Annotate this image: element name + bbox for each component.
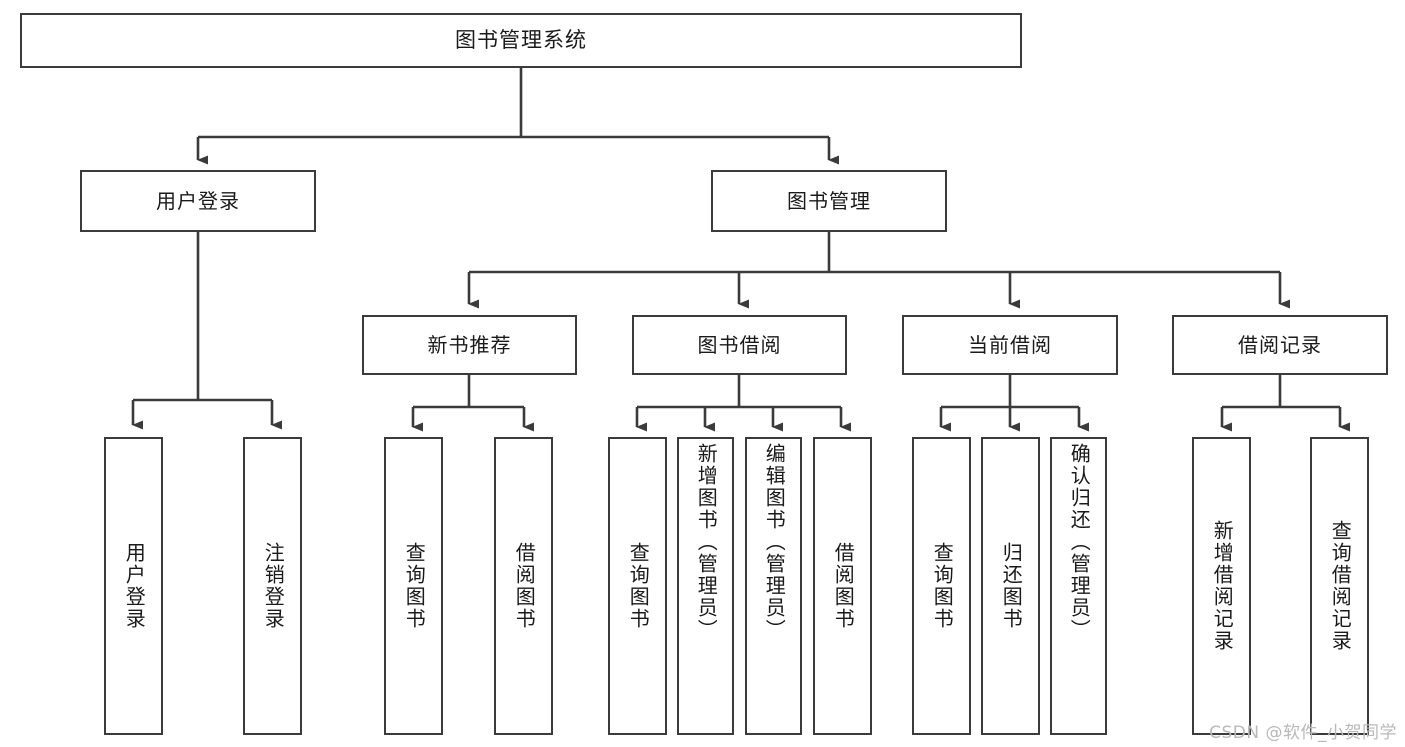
leaf-add-borrow-record[interactable]: 新增借阅记录: [1192, 437, 1251, 735]
node-root-system[interactable]: 图书管理系统: [20, 13, 1022, 68]
leaf-label: 编辑图书（管理员）: [762, 443, 787, 641]
leaf-label: 查询图书: [930, 542, 955, 630]
node-label: 新书推荐: [427, 333, 512, 357]
leaf-confirm-return-admin[interactable]: 确认归还（管理员）: [1050, 437, 1107, 735]
leaf-add-book-admin[interactable]: 新增图书（管理员）: [677, 437, 734, 735]
node-label: 图书借阅: [697, 333, 782, 357]
leaf-label: 借阅图书: [512, 542, 537, 630]
node-new-book-recommend[interactable]: 新书推荐: [362, 315, 577, 375]
node-book-borrow[interactable]: 图书借阅: [632, 315, 847, 375]
leaf-borrow-book-recommend[interactable]: 借阅图书: [494, 437, 553, 735]
node-label: 当前借阅: [968, 333, 1052, 357]
leaf-label: 查询图书: [626, 542, 651, 630]
leaf-label: 新增图书（管理员）: [694, 443, 719, 641]
leaf-label: 借阅图书: [831, 542, 856, 630]
node-user-login[interactable]: 用户登录: [80, 170, 316, 232]
node-label: 图书管理: [787, 189, 871, 213]
leaf-label: 查询图书: [402, 542, 427, 630]
leaf-return-book[interactable]: 归还图书: [981, 437, 1040, 735]
leaf-label: 新增借阅记录: [1210, 520, 1235, 652]
node-borrow-records[interactable]: 借阅记录: [1172, 315, 1388, 375]
leaf-label: 查询借阅记录: [1328, 520, 1353, 652]
leaf-query-book-borrow[interactable]: 查询图书: [608, 437, 667, 735]
leaf-query-book-current[interactable]: 查询图书: [912, 437, 971, 735]
leaf-query-borrow-record[interactable]: 查询借阅记录: [1310, 437, 1369, 735]
leaf-label: 确认归还（管理员）: [1067, 443, 1092, 641]
leaf-query-book-recommend[interactable]: 查询图书: [384, 437, 443, 735]
leaf-label: 用户登录: [122, 542, 147, 630]
node-label: 借阅记录: [1238, 333, 1322, 357]
node-current-borrow[interactable]: 当前借阅: [902, 315, 1118, 375]
node-book-management[interactable]: 图书管理: [711, 170, 947, 232]
leaf-label: 归还图书: [999, 542, 1024, 630]
node-label: 图书管理系统: [455, 27, 587, 52]
leaf-edit-book-admin[interactable]: 编辑图书（管理员）: [745, 437, 802, 735]
node-label: 用户登录: [156, 189, 240, 213]
leaf-borrow-book[interactable]: 借阅图书: [813, 437, 872, 735]
leaf-label: 注销登录: [261, 542, 286, 630]
watermark: CSDN @软件_小贺同学: [1209, 723, 1397, 743]
leaf-logout[interactable]: 注销登录: [243, 437, 302, 735]
leaf-user-login[interactable]: 用户登录: [104, 437, 163, 735]
